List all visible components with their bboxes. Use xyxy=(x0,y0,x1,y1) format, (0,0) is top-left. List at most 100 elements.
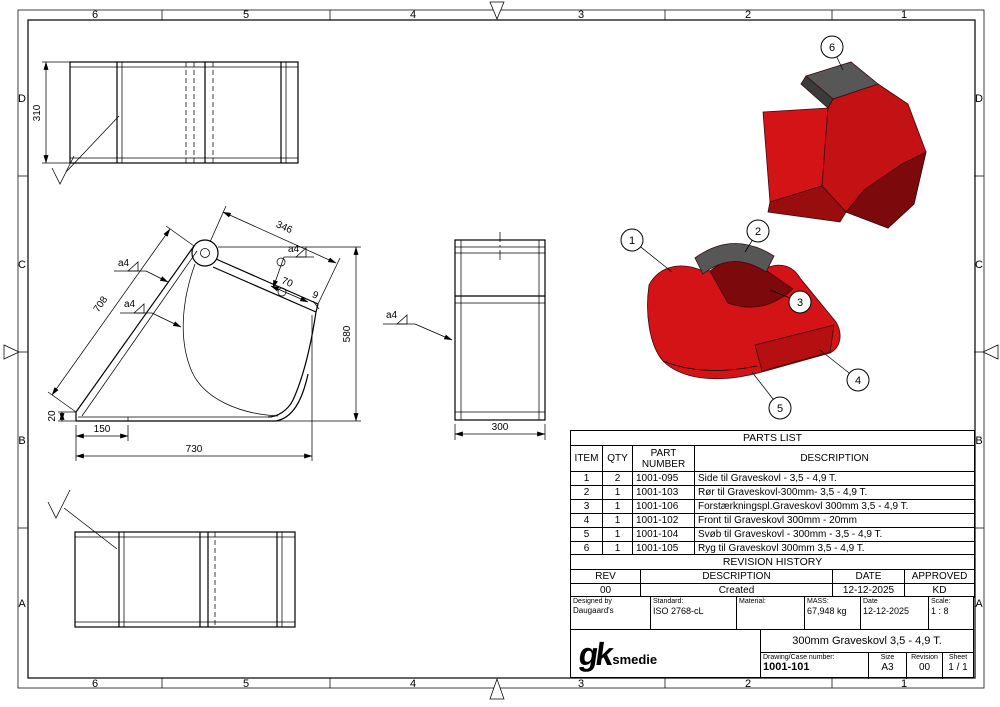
size-label: Size xyxy=(880,654,895,661)
dim-20-text: 20 xyxy=(47,410,58,422)
header-description: DESCRIPTION xyxy=(693,445,976,472)
cell-part-number: 1001-104 xyxy=(632,527,695,542)
cell-qty: 1 xyxy=(602,485,633,500)
drawing-number-cell: Drawing/Case number: 1001-101 xyxy=(761,653,869,679)
svg-text:4: 4 xyxy=(410,678,416,690)
material-label: Material: xyxy=(739,598,766,605)
svg-text:D: D xyxy=(18,93,26,105)
date-label: Date xyxy=(863,598,878,605)
dim-9-text: 9 xyxy=(310,290,320,302)
balloon-3: 3 xyxy=(769,289,812,314)
sheet-value: 1 / 1 xyxy=(948,662,968,673)
dimension-310: 310 xyxy=(32,61,70,164)
dim-70-text: 70 xyxy=(280,275,295,290)
surface-finish-symbol xyxy=(51,155,75,185)
company-logo-text: smedie xyxy=(612,651,658,667)
svg-text:a4: a4 xyxy=(118,258,130,269)
header-date: DATE xyxy=(832,569,905,584)
svg-text:4: 4 xyxy=(855,375,861,387)
designed-by-label: Designed by xyxy=(573,598,612,605)
svg-text:B: B xyxy=(18,435,25,447)
cell-description: Rør til Graveskovl-300mm- 3,5 - 4,9 T. xyxy=(693,485,976,500)
revision-row: 00 Created 12-12-2025 KD xyxy=(570,583,976,598)
svg-text:3: 3 xyxy=(578,9,584,21)
svg-text:D: D xyxy=(975,93,983,105)
cell-description: Forstærkningspl.Graveskovl 300mm 3,5 - 4… xyxy=(693,499,976,514)
dimension-70: 70 xyxy=(270,275,309,303)
header-approved: APPROVED xyxy=(903,569,976,584)
revision-cell: Revision 00 xyxy=(907,653,943,679)
cell-description: Front til Graveskovl 300mm - 20mm xyxy=(693,513,976,528)
parts-row: 5 1 1001-104 Svøb til Graveskovl - 300mm… xyxy=(570,527,976,542)
svg-text:A: A xyxy=(975,598,983,610)
header-qty: QTY xyxy=(602,445,633,472)
cell-qty: 1 xyxy=(602,527,633,542)
standard-value: ISO 2768-cL xyxy=(653,606,704,616)
svg-text:A: A xyxy=(18,598,26,610)
cell-part-number: 1001-095 xyxy=(632,471,695,486)
svg-text:a4: a4 xyxy=(288,244,300,255)
cell-description: Side til Graveskovl - 3,5 - 4,9 T. xyxy=(693,471,976,486)
revision-label: Revision xyxy=(911,654,938,661)
revision-header-row: REV DESCRIPTION DATE APPROVED xyxy=(570,569,976,584)
standard-label: Standard: xyxy=(653,598,684,605)
svg-text:2: 2 xyxy=(755,226,761,238)
svg-text:1: 1 xyxy=(629,235,635,247)
svg-text:5: 5 xyxy=(243,678,249,690)
dimension-9: 9 xyxy=(310,290,320,310)
dim-310-text: 310 xyxy=(32,104,43,121)
drawing-title: 300mm Graveskovl 3,5 - 4,9 T. xyxy=(761,630,973,653)
weld-symbol-a4-2: a4 xyxy=(120,299,182,328)
cell-description: Svøb til Graveskovl - 300mm - 3,5 - 4,9 … xyxy=(693,527,976,542)
company-logo: gk smedie xyxy=(571,630,761,678)
view-iso-rear xyxy=(762,61,927,229)
centering-marks xyxy=(3,1,999,700)
weld-symbol-a4-3: a4 xyxy=(272,244,314,289)
revision-history-table: REVISION HISTORY REV DESCRIPTION DATE AP… xyxy=(569,554,976,598)
parts-row: 4 1 1001-102 Front til Graveskovl 300mm … xyxy=(570,513,976,528)
svg-text:2: 2 xyxy=(745,678,751,690)
svg-text:3: 3 xyxy=(797,297,803,309)
dimension-708: 708 xyxy=(47,225,195,413)
parts-row: 2 1 1001-103 Rør til Graveskovl-300mm- 3… xyxy=(570,485,976,500)
dimension-300: 300 xyxy=(454,422,546,440)
svg-text:4: 4 xyxy=(410,9,416,21)
sheet-frame: 6 5 4 3 2 1 6 5 4 3 2 1 D C B A D C B A xyxy=(3,1,999,700)
balloon-4: 4 xyxy=(819,349,870,392)
header-item: ITEM xyxy=(570,445,603,472)
mass-value: 67,948 kg xyxy=(807,606,847,616)
cell-item: 5 xyxy=(570,527,603,542)
date-value: 12-12-2025 xyxy=(863,606,910,616)
dim-346-text: 346 xyxy=(274,219,294,236)
svg-text:1: 1 xyxy=(901,9,907,21)
designed-by-value: Daugaard's xyxy=(573,606,614,615)
dimension-346: 346 xyxy=(209,205,341,305)
sheet-label: Sheet xyxy=(948,654,968,661)
svg-text:1: 1 xyxy=(901,678,907,690)
material-cell: Material: xyxy=(737,597,805,630)
weld-symbol-a4-4: a4 xyxy=(383,310,453,341)
designed-by-cell: Designed by Daugaard's xyxy=(571,597,651,630)
view-bottom xyxy=(47,489,296,628)
balloon-1: 1 xyxy=(620,228,673,273)
mass-cell: MASS: 67,948 kg xyxy=(805,597,861,630)
surface-finish-symbol xyxy=(47,489,71,519)
revision-value: 00 xyxy=(918,662,931,673)
dim-730-text: 730 xyxy=(186,444,203,455)
view-iso-front xyxy=(647,243,841,380)
svg-text:C: C xyxy=(975,259,983,271)
svg-text:6: 6 xyxy=(829,42,835,54)
svg-text:5: 5 xyxy=(243,9,249,21)
dim-150-text: 150 xyxy=(94,424,111,435)
drawing-number-value: 1001-101 xyxy=(763,661,810,673)
cell-item: 4 xyxy=(570,513,603,528)
zone-labels: 6 5 4 3 2 1 6 5 4 3 2 1 D C B A D C B A xyxy=(18,9,983,690)
drawing-number-label: Drawing/Case number: xyxy=(763,654,835,661)
sheet-cell: Sheet 1 / 1 xyxy=(943,653,973,679)
svg-text:a4: a4 xyxy=(124,299,136,310)
scale-label: Scale: xyxy=(931,598,951,605)
dim-708-text: 708 xyxy=(92,294,111,314)
company-logo-mark: gk xyxy=(576,635,613,672)
